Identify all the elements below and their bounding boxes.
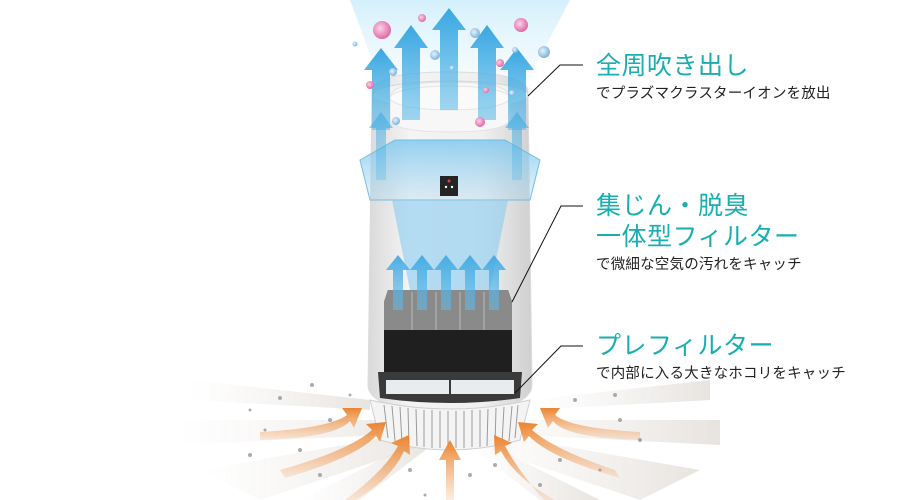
leader-line-prefilter bbox=[514, 345, 583, 394]
callout-prefilter-title: プレフィルター bbox=[596, 331, 775, 360]
inflow-arrows bbox=[260, 408, 640, 500]
callout-outflow-description: でプラズマクラスターイオンを放出 bbox=[596, 86, 831, 102]
callout-prefilter-description: で内部に入る大きなホコリをキャッチ bbox=[596, 366, 846, 382]
intake-grille bbox=[369, 399, 531, 451]
callout-integrated-filter: 集じん・脱臭 一体型フィルター で微細な空気の汚れをキャッチ bbox=[596, 190, 802, 275]
callout-outflow: 全周吹き出し でプラズマクラスターイオンを放出 bbox=[596, 50, 831, 104]
filter-flow-arrows bbox=[386, 255, 506, 310]
ion-particles bbox=[352, 14, 550, 127]
callout-filter-title-line-2: 一体型フィルター bbox=[596, 222, 800, 251]
callout-filter-title-line-1: 集じん・脱臭 bbox=[596, 191, 750, 220]
callout-filter-description: で微細な空気の汚れをキャッチ bbox=[596, 257, 802, 273]
callout-prefilter: プレフィルター で内部に入る大きなホコリをキャッチ bbox=[596, 330, 846, 384]
leader-lines bbox=[511, 64, 583, 394]
integrated-filter bbox=[384, 290, 512, 385]
callout-outflow-title: 全周吹き出し bbox=[596, 51, 750, 80]
leader-line-outflow bbox=[527, 64, 583, 97]
outflow-arrows bbox=[364, 8, 534, 180]
leader-line-filter bbox=[511, 205, 583, 303]
dust-particles bbox=[248, 383, 642, 497]
intake-rays bbox=[180, 380, 720, 500]
